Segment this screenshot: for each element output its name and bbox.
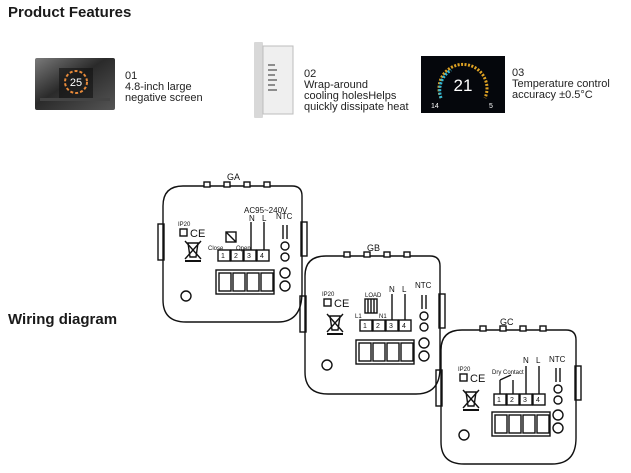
diagram-gb (299, 251, 446, 395)
feature-2-line-1: Wrap-around (304, 79, 368, 91)
screen2-extra: 5 (489, 103, 493, 110)
gc-dry-contact: Dry Contact (492, 370, 524, 376)
feature-3-number: 03 (512, 67, 525, 79)
ga-title: GA (227, 172, 240, 182)
ga-ce: CE (190, 228, 205, 240)
diagram-ga (157, 181, 308, 323)
ga-power: AC95~240V (244, 206, 288, 215)
gb-terminal-2: 2 (376, 323, 380, 330)
diagram-gc-labels: GC N L NTC Dry Contact IP20 CE 1 2 3 4 (458, 317, 566, 404)
feature-3-text: 03 Temperature control accuracy ±0.5°C (512, 68, 610, 101)
diagram-gc (435, 325, 582, 465)
gb-l1: L1 (355, 314, 362, 320)
feature-2-line-2: cooling holesHelps (304, 90, 397, 102)
feature-1-number: 01 (125, 70, 138, 82)
feature-2-line-3: quickly dissipate heat (304, 101, 409, 113)
ga-terminal-4: 4 (260, 253, 264, 260)
screen1-temp: 25 (70, 77, 82, 89)
gc-ntc: NTC (549, 355, 566, 364)
gc-terminal-4: 4 (536, 397, 540, 404)
ga-n: N (249, 214, 255, 223)
screen2-temp: 21 (454, 76, 473, 95)
gc-n: N (523, 356, 529, 365)
ga-close: Close (208, 246, 224, 252)
product-features-title: Product Features (8, 4, 132, 21)
gc-l: L (536, 356, 541, 365)
feature-1-text: 01 4.8-inch large negative screen (125, 71, 203, 104)
ga-terminal-2: 2 (234, 253, 238, 260)
ga-open: Open (236, 246, 251, 252)
feature-3-line-1: Temperature control (512, 78, 610, 90)
gb-n: N (389, 285, 395, 294)
gb-load: LOAD (365, 293, 382, 299)
gb-terminal-1: 1 (363, 323, 367, 330)
gb-terminal-4: 4 (402, 323, 406, 330)
thermostat-side-image (254, 40, 296, 120)
gb-ntc: NTC (415, 281, 432, 290)
diagram-gb-labels: GB N L NTC LOAD L1 N1 IP20 CE 1 2 3 4 (322, 243, 432, 330)
gc-ce: CE (470, 373, 485, 385)
gb-ce: CE (334, 298, 349, 310)
gc-terminal-1: 1 (497, 397, 501, 404)
ga-ip20: IP20 (178, 222, 191, 228)
ga-ntc: NTC (276, 212, 293, 221)
gc-ip20: IP20 (458, 367, 471, 373)
gc-terminal-2: 2 (510, 397, 514, 404)
thermostat-screen-image: 25 (35, 58, 115, 110)
feature-2-text: 02 Wrap-around cooling holesHelps quickl… (304, 69, 409, 113)
feature-1-line-1: 4.8-inch large (125, 81, 192, 93)
gc-terminal-3: 3 (523, 397, 527, 404)
temperature-display-image: 21 14 5 (421, 56, 505, 113)
ga-l: L (262, 214, 267, 223)
gb-terminal-3: 3 (389, 323, 393, 330)
ga-terminal-1: 1 (221, 253, 225, 260)
ga-terminal-3: 3 (247, 253, 251, 260)
wiring-diagram-title: Wiring diagram (8, 311, 118, 328)
gb-ip20: IP20 (322, 292, 335, 298)
feature-2-number: 02 (304, 68, 317, 80)
feature-3-line-2: accuracy ±0.5°C (512, 89, 593, 101)
diagram-ga-labels: GA AC95~240V N L NTC IP20 CE Close Open … (178, 172, 293, 260)
feature-1-line-2: negative screen (125, 92, 203, 104)
gb-title: GB (367, 243, 380, 253)
gc-title: GC (500, 317, 514, 327)
screen2-sub: 14 (431, 103, 439, 110)
gb-n1: N1 (379, 314, 387, 320)
gb-l: L (402, 285, 407, 294)
